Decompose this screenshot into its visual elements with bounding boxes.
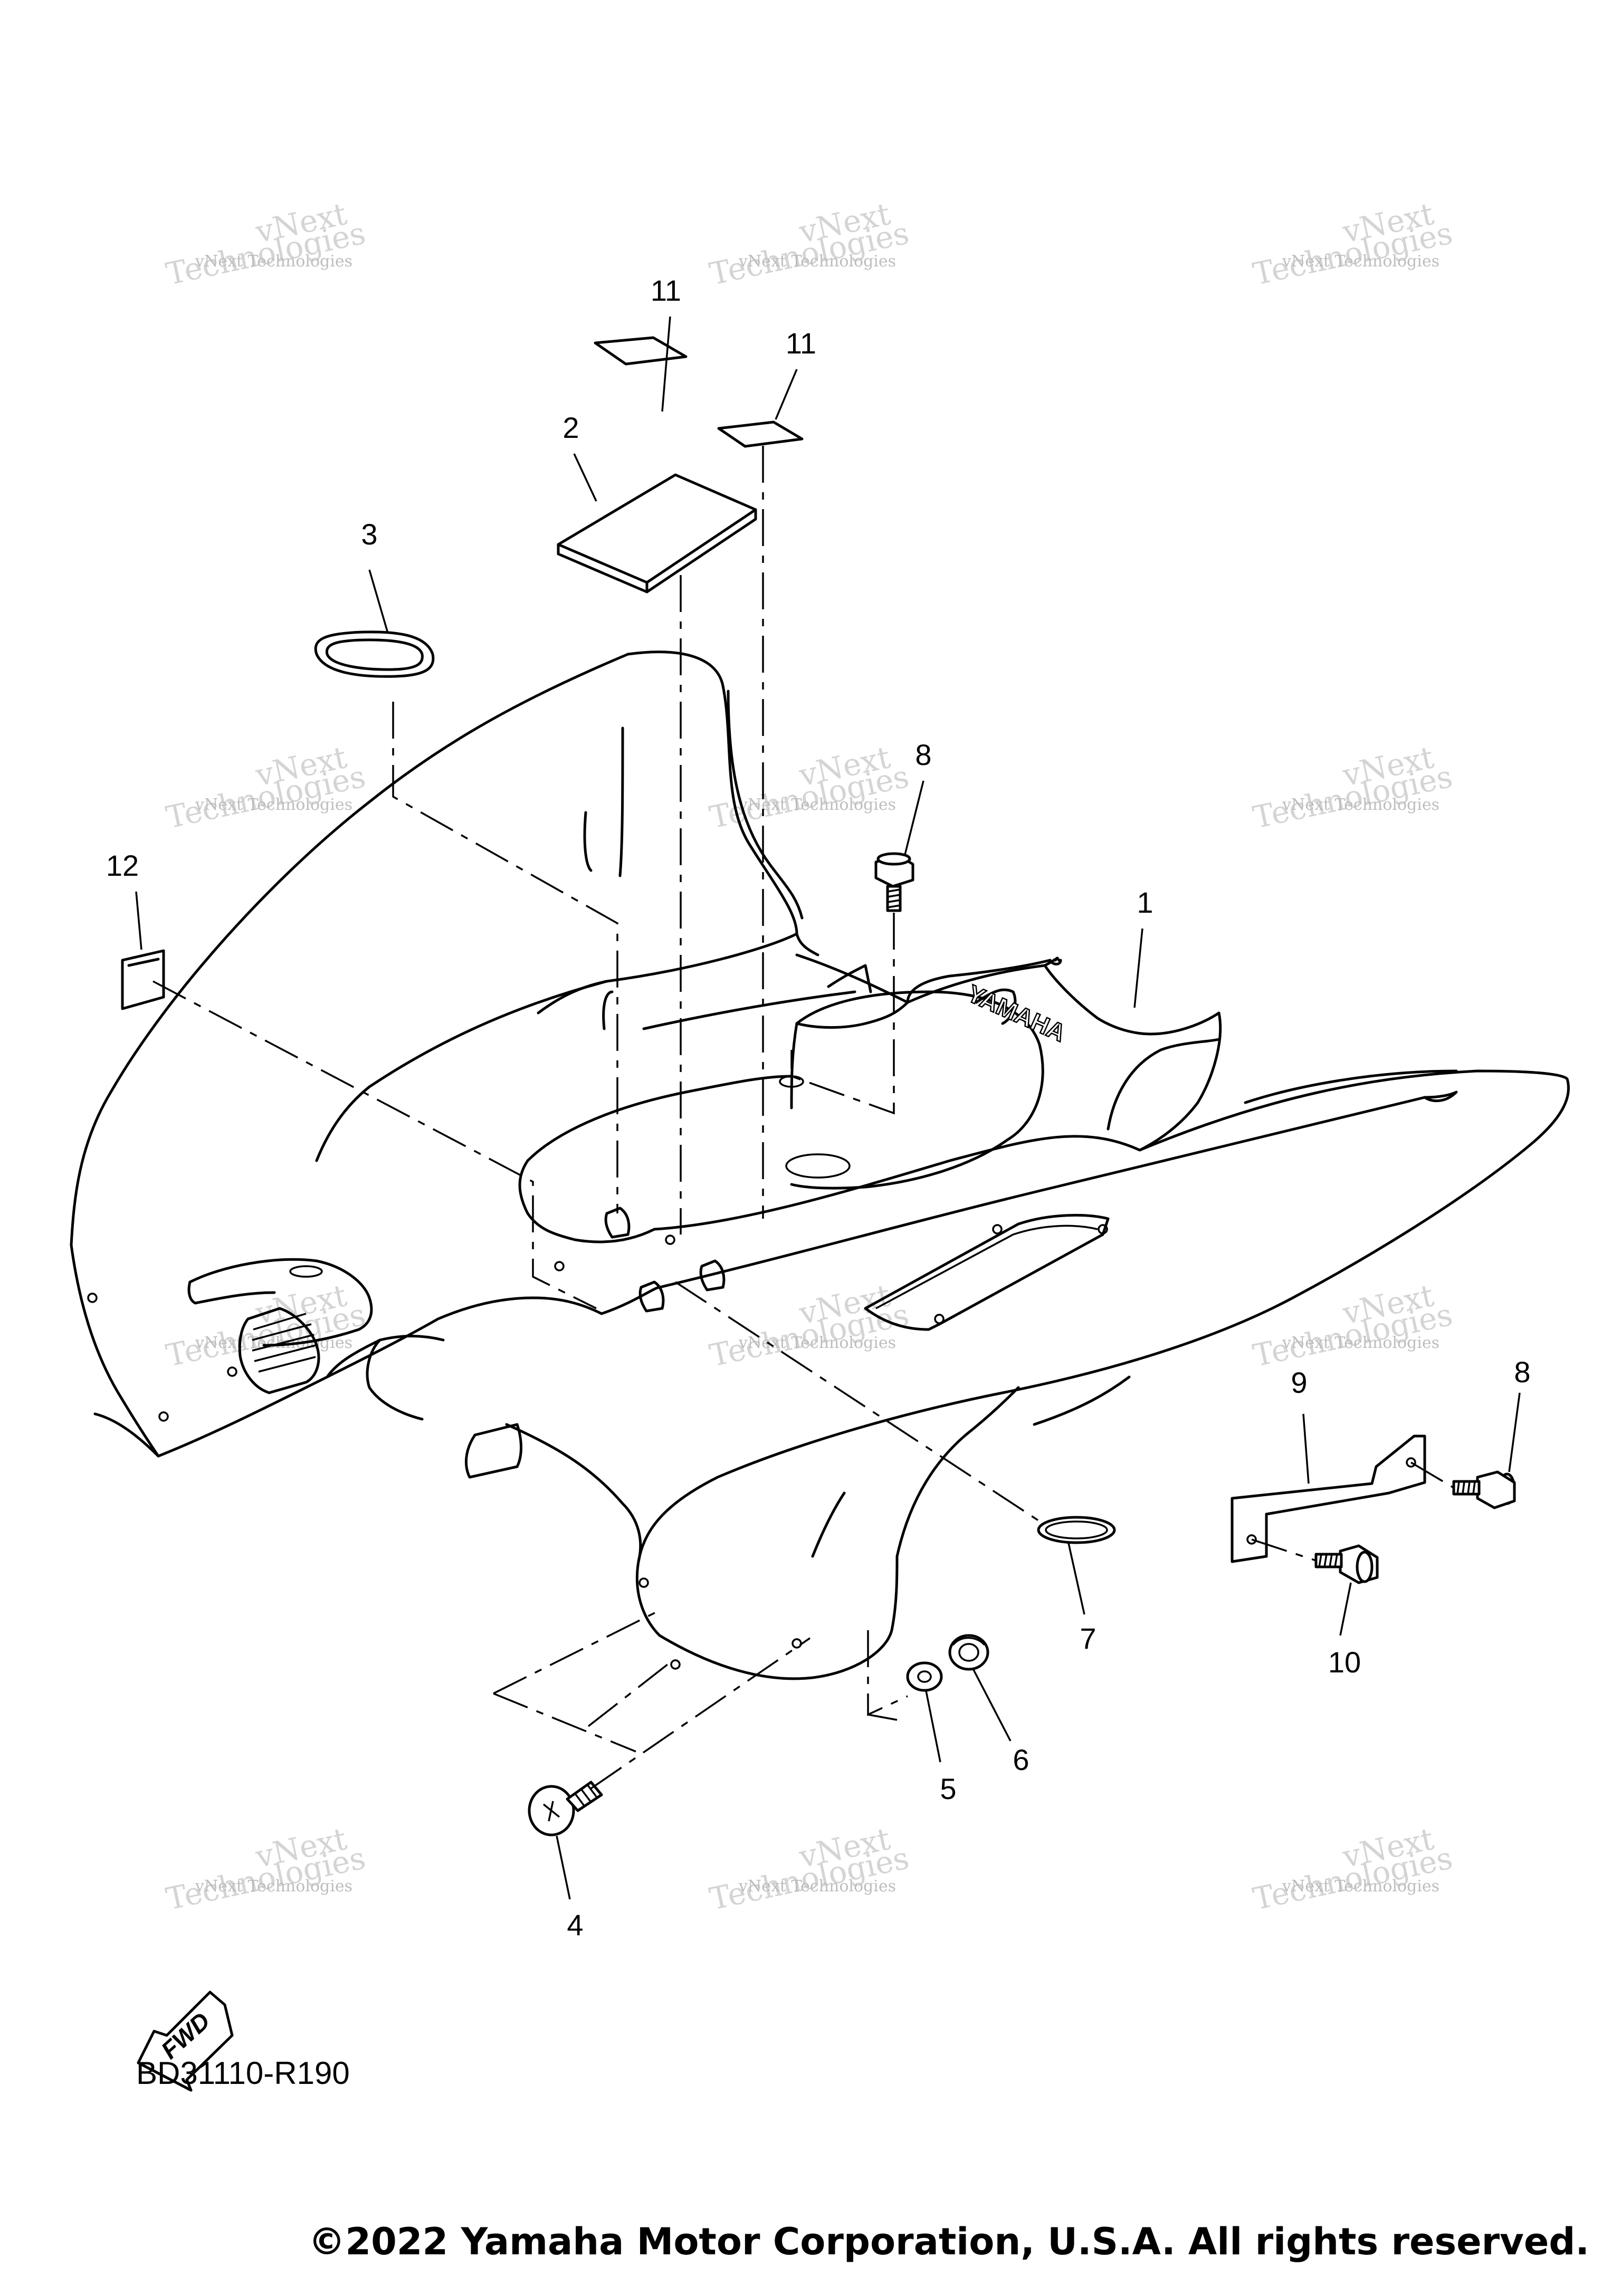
part-2-pad	[557, 473, 757, 594]
part-5-washer	[906, 1661, 943, 1692]
callout-2: 2	[562, 411, 579, 444]
part-6-grommet	[948, 1634, 989, 1671]
watermark-small-line: vNext Technologies	[738, 1334, 896, 1352]
part-11-pad-right	[717, 420, 804, 448]
watermark-small-line: vNext Technologies	[738, 796, 896, 814]
leader-lines	[135, 316, 1521, 1900]
callout-1: 1	[1137, 886, 1153, 919]
callout-8-right: 8	[1514, 1355, 1530, 1389]
part-7-o-ring	[1037, 1516, 1116, 1544]
part-10-bolt	[1314, 1544, 1379, 1584]
watermark-small-line: vNext Technologies	[195, 1334, 352, 1352]
watermark-small-line: vNext Technologies	[1282, 252, 1439, 271]
watermark-small-line: vNext Technologies	[195, 1877, 352, 1896]
yamaha-hull-logo: YAMAHA	[962, 979, 1070, 1047]
fwd-arrow: FWD	[137, 1991, 234, 2092]
callout-4: 4	[567, 1908, 583, 1941]
part-9-bracket	[1231, 1434, 1426, 1563]
part-3-gasket-ring	[314, 630, 435, 678]
assembly-lines	[152, 446, 1454, 1790]
watermark-small-line: vNext Technologies	[738, 252, 896, 271]
callout-11-right: 11	[786, 327, 816, 360]
watermark-small-line: vNext Technologies	[1282, 1877, 1439, 1896]
callout-3: 3	[361, 518, 377, 551]
callout-10: 10	[1328, 1646, 1361, 1679]
callout-8-top: 8	[915, 738, 931, 771]
callout-12: 12	[106, 849, 139, 882]
watermark-small-line: vNext Technologies	[738, 1877, 896, 1896]
callout-6: 6	[1013, 1743, 1029, 1776]
watermark-small-line: vNext Technologies	[1282, 796, 1439, 814]
callout-labels: 11 11 2 3 8 12 1 9 8 7 10 6 5 4	[106, 274, 1531, 1941]
callout-5: 5	[940, 1772, 956, 1805]
watermark-small-line: vNext Technologies	[195, 252, 352, 271]
part-8-bolt-top	[874, 852, 914, 912]
part-4-screw	[528, 1781, 603, 1836]
diagram-part-code: BD31110-R190	[136, 2055, 350, 2091]
watermark-small-line: vNext Technologies	[195, 796, 352, 814]
callout-7: 7	[1080, 1622, 1096, 1655]
hull-logo-text: YAMAHA	[964, 979, 1070, 1047]
part-11-pad-left	[594, 336, 688, 366]
watermark-small-line: vNext Technologies	[1282, 1334, 1439, 1352]
copyright-notice: ©2022 Yamaha Motor Corporation, U.S.A. A…	[308, 2220, 1589, 2263]
callout-11-left: 11	[651, 274, 681, 307]
part-8-bolt-right	[1452, 1470, 1516, 1509]
callout-9: 9	[1291, 1366, 1307, 1399]
part-12-pad	[121, 949, 165, 1010]
